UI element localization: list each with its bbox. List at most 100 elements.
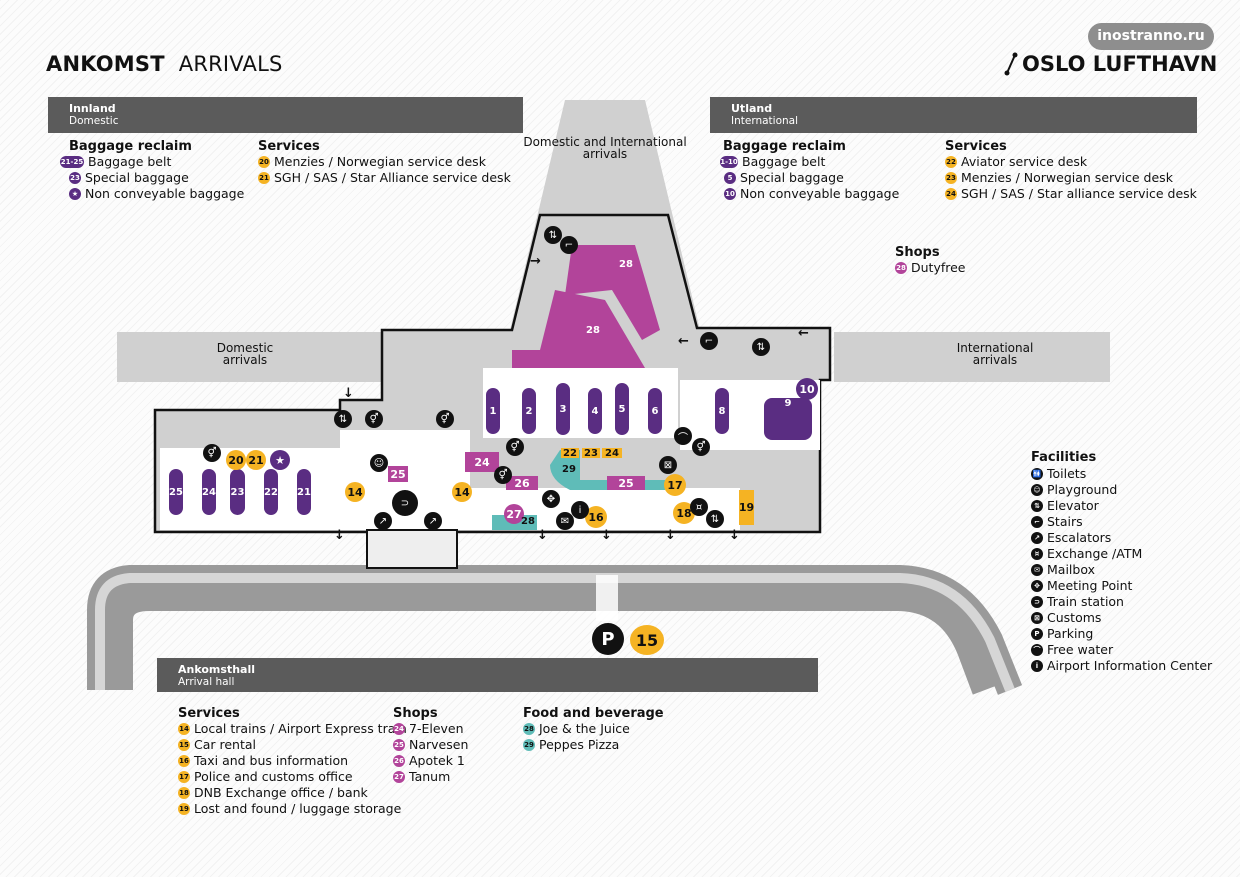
facilities-legend: Facilities 🚻Toilets ☺Playground ⇅Elevato…	[1031, 450, 1212, 674]
free-water-icon: ⌒	[674, 427, 692, 445]
legend-label: Exchange /ATM	[1047, 546, 1143, 561]
escalators-icon: ↗	[424, 512, 442, 530]
dutyfree-label-lower: 28	[586, 325, 600, 336]
legend-label: Airport Information Center	[1047, 658, 1213, 673]
legend-label: Baggage belt	[88, 154, 172, 169]
belt-5: 5	[615, 383, 629, 435]
train-station-icon: ⊃	[1031, 596, 1043, 608]
belt-1: 1	[486, 388, 500, 434]
elevator-icon: ⇅	[1031, 500, 1043, 512]
stairs-icon: ⌐	[560, 236, 578, 254]
info-icon: i	[1031, 660, 1043, 672]
legend-label: Police and customs office	[194, 769, 353, 784]
belt-6: 6	[648, 388, 662, 434]
domestic-subtitle: Domestic	[69, 115, 119, 127]
shop-badge: 27	[393, 771, 405, 783]
marker-17: 17	[664, 474, 686, 496]
service-badge: 22	[945, 156, 957, 168]
toilets-icon: 🚻	[1031, 468, 1043, 480]
elevator-icon: ⇅	[706, 510, 724, 528]
legend-label: Peppes Pizza	[539, 737, 620, 752]
escalators-icon: ↗	[1031, 532, 1043, 544]
oslo-airport-logo: OSLO LUFTHAVN	[1004, 52, 1217, 76]
legend-label: Local trains / Airport Express train	[194, 721, 407, 736]
playground-icon: ☺	[370, 454, 388, 472]
service-badge: 16	[178, 755, 190, 767]
legend-label: Meeting Point	[1047, 578, 1133, 593]
legend-heading: Baggage reclaim	[723, 139, 846, 154]
arrival-services-legend: Services 14 Local trains / Airport Expres…	[178, 706, 407, 817]
legend-label: Playground	[1047, 482, 1118, 497]
legend-heading: Shops	[393, 706, 438, 721]
shop-badge: 28	[895, 262, 907, 274]
international-header-bar: Utland International	[710, 97, 1197, 133]
legend-label: Elevator	[1047, 498, 1099, 513]
legend-label: Train station	[1047, 594, 1124, 609]
shop-badge: 26	[393, 755, 405, 767]
legend-label: Non conveyable baggage	[85, 186, 245, 201]
service-badge: 24	[945, 188, 957, 200]
star-badge: ★	[69, 188, 81, 200]
international-subtitle: International	[731, 115, 799, 127]
marker-23: 23	[582, 448, 600, 459]
marker-15: 15	[630, 625, 664, 655]
belt-badge: 10	[724, 188, 736, 200]
label-domestic-arrivals: Domestic arrivals	[216, 341, 274, 367]
legend-heading: Services	[258, 139, 320, 154]
elevator-icon: ⇅	[334, 410, 352, 428]
customs-icon: ⊠	[1031, 612, 1043, 624]
parking-icon: P	[1031, 628, 1043, 640]
site-badge[interactable]: inostranno.ru	[1088, 23, 1214, 50]
legend-label: DNB Exchange office / bank	[194, 785, 368, 800]
legend-heading: Baggage reclaim	[69, 139, 192, 154]
belt-24: 24	[202, 469, 216, 515]
marker-18: 18	[673, 502, 695, 524]
legend-label: Customs	[1047, 610, 1102, 625]
belt-23: 23	[230, 469, 245, 515]
entry-arrow-icon: →	[530, 254, 541, 269]
legend-label: SGH / SAS / Star alliance service desk	[961, 186, 1197, 201]
escalators-icon: ↗	[374, 512, 392, 530]
belt-21: 21	[297, 469, 311, 515]
belt-4: 4	[588, 388, 602, 434]
service-badge: 17	[178, 771, 190, 783]
domestic-pier	[117, 332, 385, 382]
meeting-point-icon: ✥	[1031, 580, 1043, 592]
parking-marker: P	[592, 623, 624, 655]
non-conveyable-marker: ★	[270, 450, 290, 470]
legend-label: Escalators	[1047, 530, 1112, 545]
marker-20: 20	[226, 450, 246, 470]
arrival-hall-subtitle: Arrival hall	[178, 676, 235, 688]
mailbox-icon: ✉	[1031, 564, 1043, 576]
legend-label: Stairs	[1047, 514, 1083, 529]
train-platform	[366, 529, 458, 569]
exchange-atm-icon: ¤	[1031, 548, 1043, 560]
label-domestic-international: Domestic and International arrivals	[523, 135, 687, 161]
international-pier	[834, 332, 1110, 382]
legend-label: Menzies / Norwegian service desk	[274, 154, 486, 169]
legend-label: Special baggage	[740, 170, 844, 185]
legend-heading: Services	[178, 706, 240, 721]
marker-24: 24	[602, 448, 622, 459]
shop-badge: 24	[393, 723, 405, 735]
belt-2: 2	[522, 388, 536, 434]
arrival-hall-title: Ankomsthall	[178, 663, 255, 676]
road	[87, 565, 1023, 695]
belt-22: 22	[264, 469, 278, 515]
marker-22: 22	[561, 448, 579, 459]
label-international-arrivals: International arrivals	[956, 341, 1034, 367]
service-badge: 23	[945, 172, 957, 184]
belt-badge: 21-25	[60, 156, 84, 168]
marker-14-right: 14	[452, 482, 472, 502]
free-water-icon: ⌒	[1031, 644, 1043, 656]
shop-25-left: 25	[388, 466, 408, 482]
legend-label: Non conveyable baggage	[740, 186, 900, 201]
entry-arrow-icon: ←	[798, 326, 809, 341]
service-badge: 14	[178, 723, 190, 735]
